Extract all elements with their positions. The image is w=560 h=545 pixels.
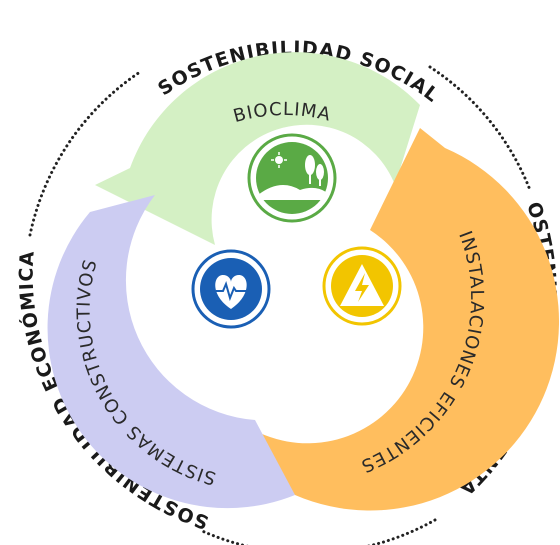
lightning-warning-icon bbox=[322, 246, 402, 326]
bioclima-segment bbox=[95, 52, 420, 245]
sistemas-segment bbox=[47, 195, 295, 509]
instalaciones-segment bbox=[245, 128, 560, 511]
heart-pulse-icon bbox=[191, 249, 271, 329]
dotted-ring bbox=[28, 65, 532, 545]
landscape-sun-trees-icon bbox=[247, 133, 337, 223]
